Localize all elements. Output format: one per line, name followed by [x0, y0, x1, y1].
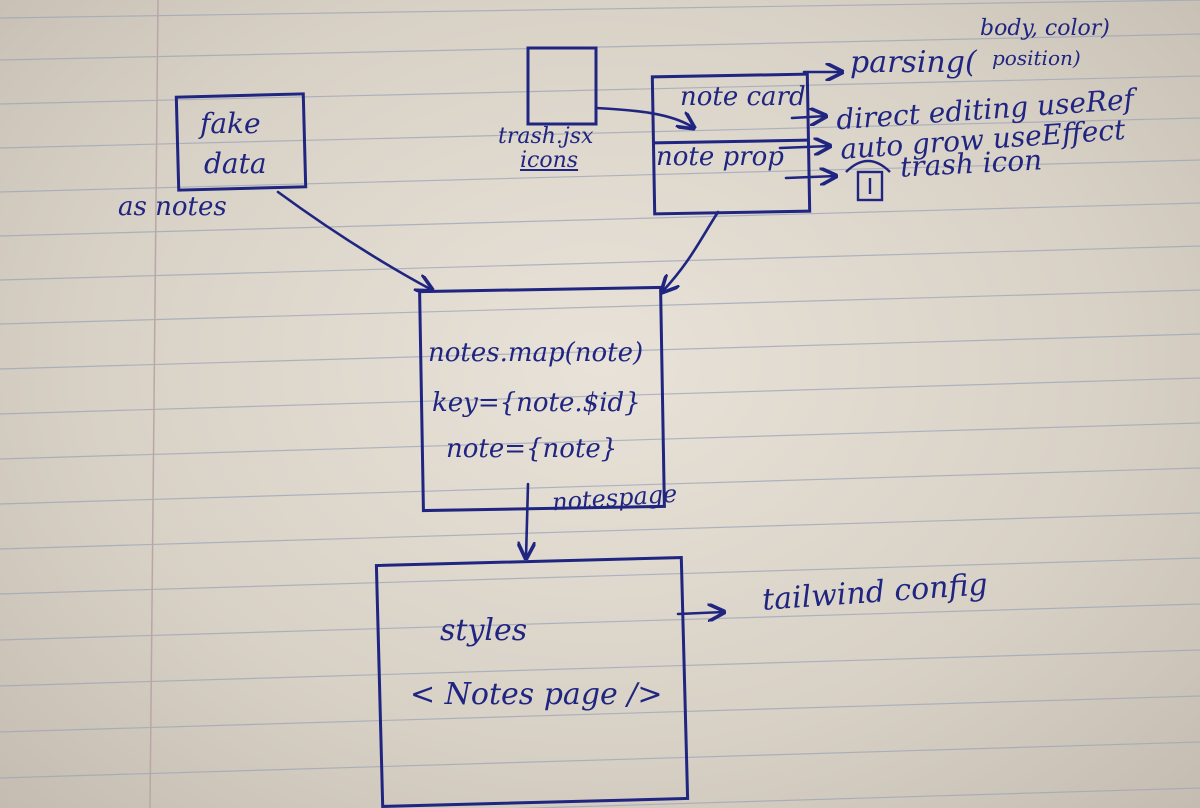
margin-line: [149, 0, 159, 808]
notes-map-line1: notes.map(note): [428, 338, 644, 368]
note-prop-label: note prop: [656, 142, 784, 172]
notes-map-line3: note={note}: [446, 434, 618, 464]
arrow-trash-icon: [784, 176, 836, 178]
trash-icon-label: trash icon: [899, 143, 1043, 184]
fake-label: fake: [200, 107, 261, 140]
notes-page-component-label: < Notes page />: [410, 677, 663, 712]
data-label: data: [204, 147, 267, 180]
icons-label: icons: [520, 148, 579, 173]
styles-label: styles: [440, 613, 528, 648]
arrow-direct-editing: [790, 116, 826, 118]
note-card-label: note card: [680, 82, 806, 112]
arrow-map-to-styles: [526, 482, 528, 558]
file-document-icon: [526, 46, 598, 126]
trash-icon: [845, 159, 891, 202]
notes-map-line2: key={note.$id}: [432, 388, 641, 418]
arrow-notecard-to-map: [662, 210, 720, 292]
trash-jsx-label: trash.jsx: [498, 124, 594, 149]
arrow-trash-to-notecard: [594, 106, 694, 128]
body-color-label: body, color): [980, 16, 1110, 41]
arrow-fake-data-to-map: [276, 190, 432, 290]
position-label: position): [992, 46, 1081, 70]
arrow-auto-grow: [778, 146, 830, 148]
arrow-tailwind-config: [676, 612, 724, 614]
as-notes-label: as notes: [118, 192, 227, 222]
parsing-label: parsing(: [850, 45, 977, 80]
